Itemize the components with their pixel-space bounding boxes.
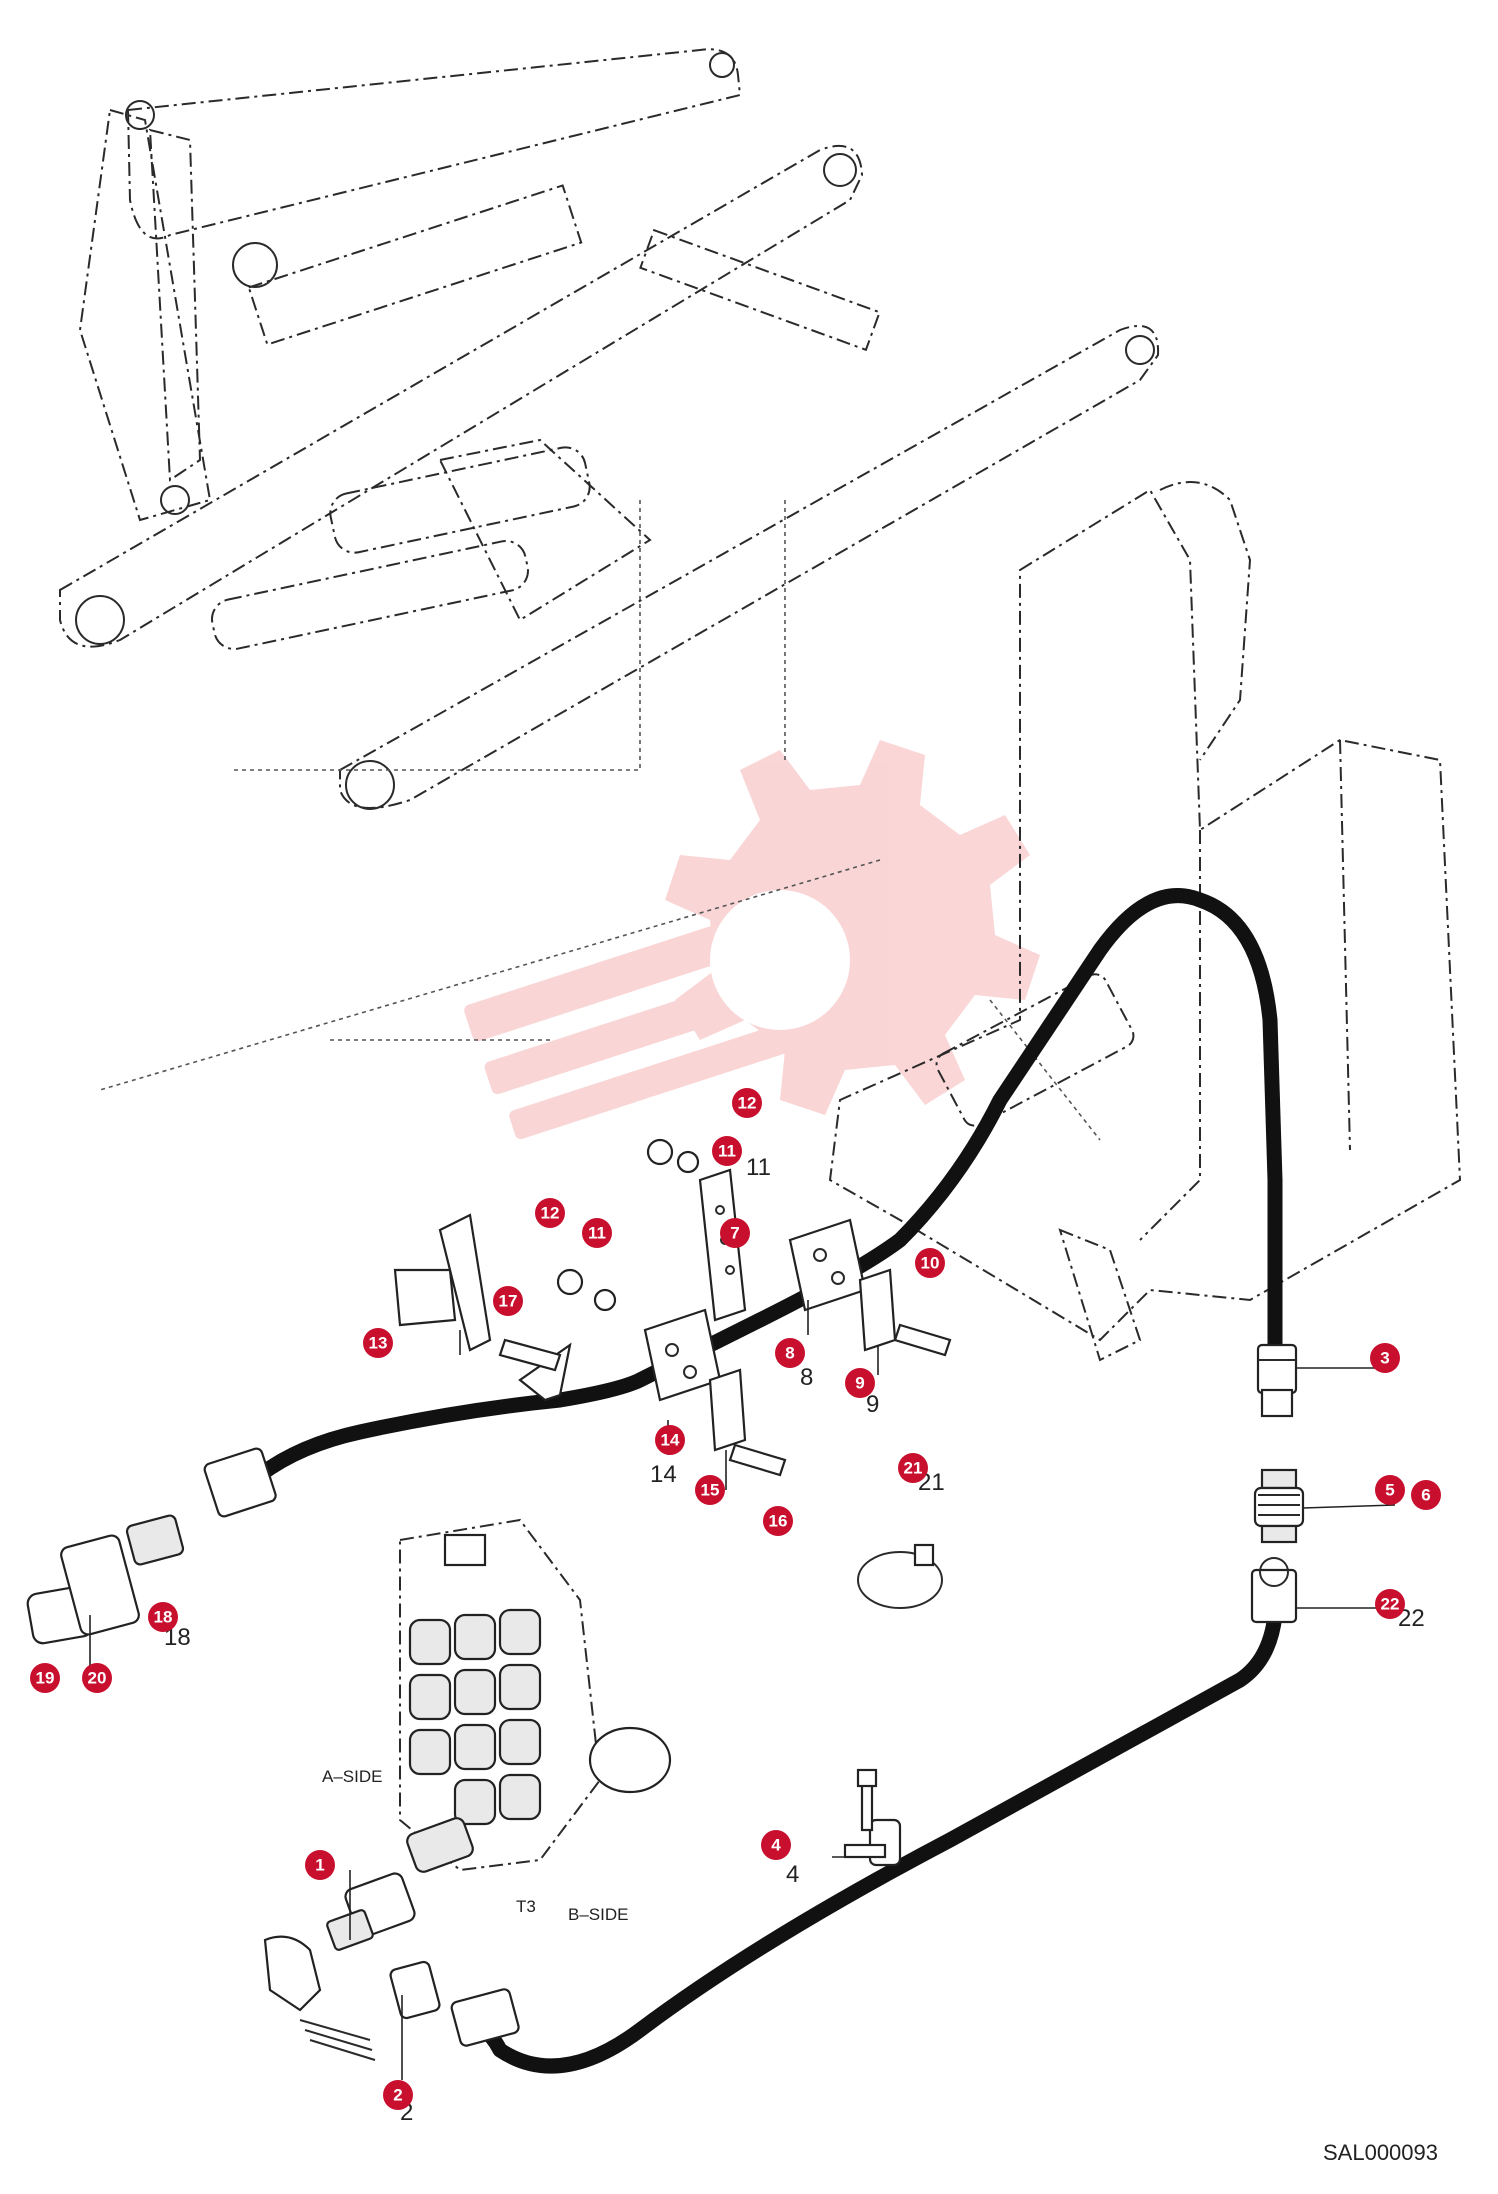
bolts bbox=[498, 1323, 952, 1477]
callout-13: 13 bbox=[363, 1328, 393, 1358]
svg-text:14: 14 bbox=[661, 1431, 680, 1450]
callout-17: 17 bbox=[493, 1286, 523, 1316]
callout-11-a: 11 bbox=[712, 1136, 742, 1166]
svg-text:4: 4 bbox=[771, 1836, 781, 1855]
callout-20: 20 bbox=[82, 1663, 112, 1693]
upper-hose bbox=[252, 888, 1283, 1483]
callout-9: 9 bbox=[845, 1368, 875, 1398]
a-side-label: A–SIDE bbox=[322, 1767, 382, 1786]
clamp-block-14 bbox=[643, 1308, 747, 1452]
svg-text:10: 10 bbox=[921, 1254, 940, 1273]
callout-10: 10 bbox=[915, 1248, 945, 1278]
adapter-fitting bbox=[1253, 1468, 1305, 1544]
callout-5: 5 bbox=[1375, 1475, 1405, 1505]
part-number-9: 9 bbox=[866, 1391, 879, 1418]
svg-text:1: 1 bbox=[315, 1856, 324, 1875]
front-frame bbox=[99, 481, 1462, 1362]
port-label-t3: T3 bbox=[516, 1897, 536, 1916]
svg-text:3: 3 bbox=[1380, 1349, 1389, 1368]
svg-text:12: 12 bbox=[738, 1094, 757, 1113]
gear-logo-watermark bbox=[464, 740, 1040, 1140]
clamp-bracket-left bbox=[393, 1213, 572, 1402]
quick-coupler bbox=[26, 1514, 185, 1645]
callout-19: 19 bbox=[30, 1663, 60, 1693]
elbow-fitting bbox=[263, 1935, 520, 2061]
svg-text:21: 21 bbox=[904, 1459, 923, 1478]
drawing-code: SAL000093 bbox=[1323, 2140, 1438, 2165]
hardware-nuts-washers bbox=[556, 1138, 700, 1312]
callout-7: 7 bbox=[720, 1218, 750, 1248]
callout-14: 14 bbox=[655, 1425, 685, 1455]
loader-arm-assembly bbox=[59, 48, 1160, 810]
callout-21: 21 bbox=[898, 1453, 928, 1483]
callout-16: 16 bbox=[763, 1506, 793, 1536]
callout-12-b: 12 bbox=[535, 1198, 565, 1228]
svg-text:13: 13 bbox=[369, 1334, 388, 1353]
svg-text:8: 8 bbox=[785, 1344, 794, 1363]
callout-1: 1 bbox=[305, 1850, 335, 1880]
hose-end-left bbox=[203, 1447, 277, 1518]
callout-11-b: 11 bbox=[582, 1218, 612, 1248]
plain-part-numbers: 2 4 8 9 11 14 1 8 21 22 T3 A–SIDE B–SIDE bbox=[164, 1154, 1425, 2126]
callout-18: 18 bbox=[148, 1602, 178, 1632]
callout-15: 15 bbox=[695, 1475, 725, 1505]
clamp-block-8 bbox=[788, 1218, 897, 1352]
lower-hose bbox=[462, 1607, 1283, 2074]
callout-12-a: 12 bbox=[732, 1088, 762, 1118]
svg-text:17: 17 bbox=[499, 1292, 518, 1311]
svg-text:22: 22 bbox=[1381, 1595, 1400, 1614]
svg-text:6: 6 bbox=[1421, 1486, 1430, 1505]
leader-lines bbox=[89, 1300, 1396, 2080]
svg-text:20: 20 bbox=[88, 1669, 107, 1688]
part-number-14: 14 bbox=[650, 1461, 677, 1488]
hose-clamp-4 bbox=[843, 1768, 902, 1867]
callout-6: 6 bbox=[1411, 1480, 1441, 1510]
callout-2: 2 bbox=[383, 2080, 413, 2110]
svg-text:5: 5 bbox=[1385, 1481, 1394, 1500]
callout-4: 4 bbox=[761, 1830, 791, 1860]
svg-text:11: 11 bbox=[718, 1142, 736, 1161]
part-number-8: 8 bbox=[800, 1364, 813, 1391]
svg-text:16: 16 bbox=[769, 1512, 788, 1531]
tee-fitting bbox=[326, 1817, 474, 1951]
b-side-label: B–SIDE bbox=[568, 1905, 628, 1924]
part-number-4: 4 bbox=[786, 1861, 799, 1888]
callout-8: 8 bbox=[775, 1338, 805, 1368]
svg-text:9: 9 bbox=[855, 1374, 864, 1393]
part-number-11: 11 bbox=[746, 1154, 771, 1181]
svg-text:19: 19 bbox=[36, 1669, 55, 1688]
callout-22: 22 bbox=[1375, 1589, 1405, 1619]
svg-text:2: 2 bbox=[393, 2086, 402, 2105]
hose-fitting-upper bbox=[1256, 1343, 1298, 1418]
hose-clamp-21 bbox=[857, 1543, 943, 1609]
control-valve bbox=[399, 1518, 672, 1872]
svg-text:7: 7 bbox=[730, 1224, 739, 1243]
svg-text:12: 12 bbox=[541, 1204, 560, 1223]
svg-text:11: 11 bbox=[588, 1224, 606, 1243]
callout-3: 3 bbox=[1370, 1343, 1400, 1373]
hose-fitting-lower bbox=[1250, 1557, 1298, 1624]
svg-text:18: 18 bbox=[154, 1608, 173, 1627]
svg-text:15: 15 bbox=[701, 1481, 720, 1500]
